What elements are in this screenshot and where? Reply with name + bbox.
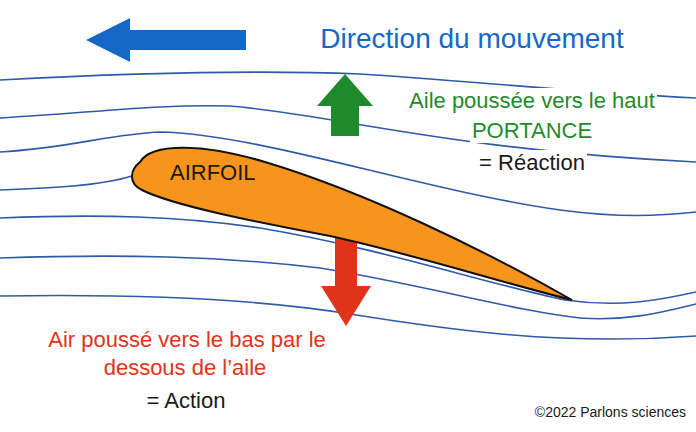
lift-name: PORTANCE <box>470 118 594 143</box>
motion-arrow <box>86 18 246 62</box>
motion-label-box: Direction du mouvement <box>262 22 682 56</box>
motion-label: Direction du mouvement <box>318 23 625 54</box>
reaction-label: = Réaction <box>477 150 587 175</box>
lift-label: Aile poussée vers le haut <box>407 88 657 113</box>
copyright-note-box: ©2022 Parlons sciences <box>480 404 688 421</box>
action-label-box: = Action <box>16 388 356 414</box>
downwash-arrow <box>321 238 371 326</box>
copyright-note: ©2022 Parlons sciences <box>533 404 688 420</box>
action-label: = Action <box>145 388 228 413</box>
streamlines <box>0 72 696 339</box>
lift-arrow <box>317 74 373 136</box>
downwash-label: Air poussé vers le bas par le dessous de… <box>46 327 326 380</box>
airfoil-label: AIRFOIL <box>170 160 256 186</box>
lift-name-box: PORTANCE <box>372 118 692 144</box>
downwash-label-box: Air poussé vers le bas par le dessous de… <box>16 326 356 382</box>
lift-label-box: Aile poussée vers le haut <box>372 88 692 114</box>
reaction-label-box: = Réaction <box>372 150 692 176</box>
